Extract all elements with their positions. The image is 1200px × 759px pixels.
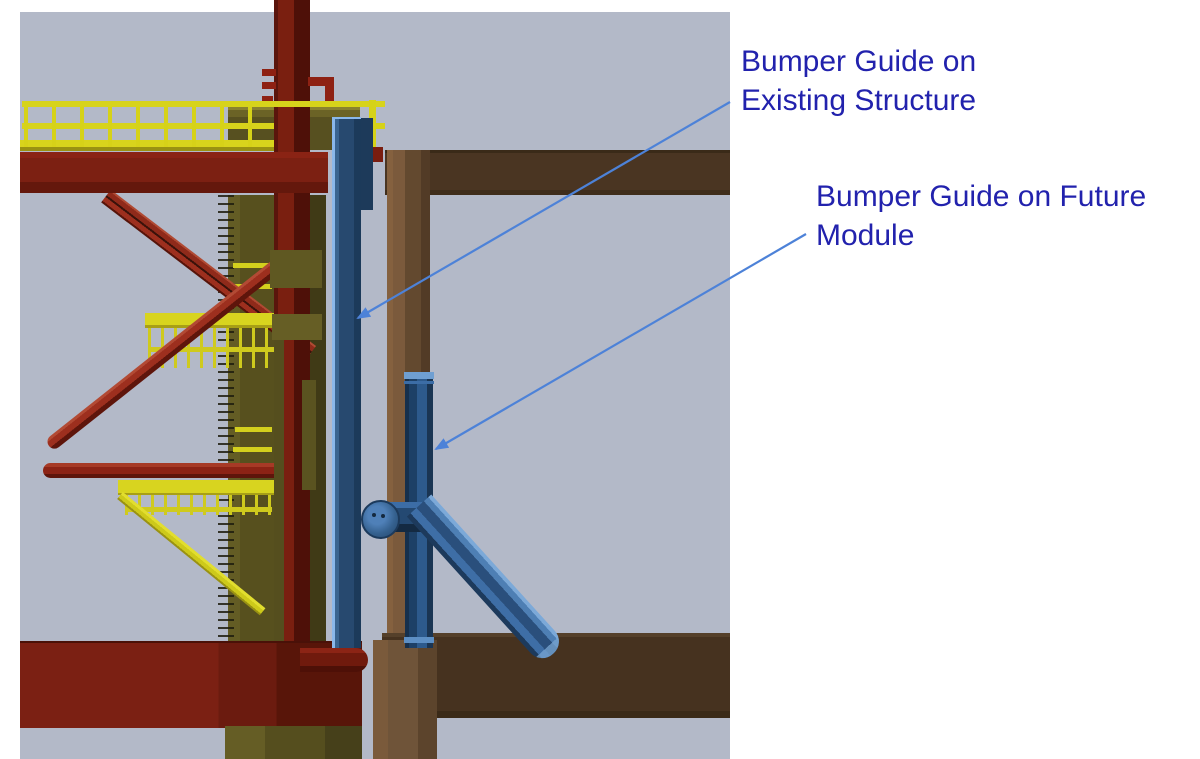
leg-segment-band [270,250,322,288]
bumper-tube-end-flange [361,500,400,539]
piping-stub [262,96,273,102]
mid-platform-rail [125,507,272,512]
module-top-beam [385,150,730,195]
bumper-guide-existing-structure [332,117,361,648]
handrail-top-rail [22,101,385,107]
leg-segment-strip [274,340,284,650]
upper-platform-rail [148,347,278,352]
annotation-existing-structure: Bumper Guide on Existing Structure [741,45,977,117]
piping-drop [325,84,334,107]
module-column-lower [373,640,437,759]
bumper-tube-bottom-cap [404,637,434,643]
existing-deck-beam [20,152,328,193]
horizontal-brace-tube [43,463,280,478]
bumper-tube-top-cap [404,372,434,379]
leg-segment-band [272,314,322,340]
leg-segment-strip [302,380,316,490]
ladder-rest-rail [233,263,272,268]
mid-platform [118,480,274,495]
ladder-rest-rail [233,447,272,452]
bumper-guide-plate-backing [361,118,373,210]
ladder-rest-rail [235,427,272,432]
deck-pipe-end [300,648,368,672]
annotation-future-module: Bumper Guide on Future Module [816,180,1147,252]
bumper-tube-band [404,381,434,384]
piping-stub [262,82,276,89]
piping-run [308,77,334,86]
handrail-posts [24,101,282,147]
piping-stub [262,69,276,76]
leg-below-deck [225,726,362,759]
lower-deck-girder [20,641,362,728]
